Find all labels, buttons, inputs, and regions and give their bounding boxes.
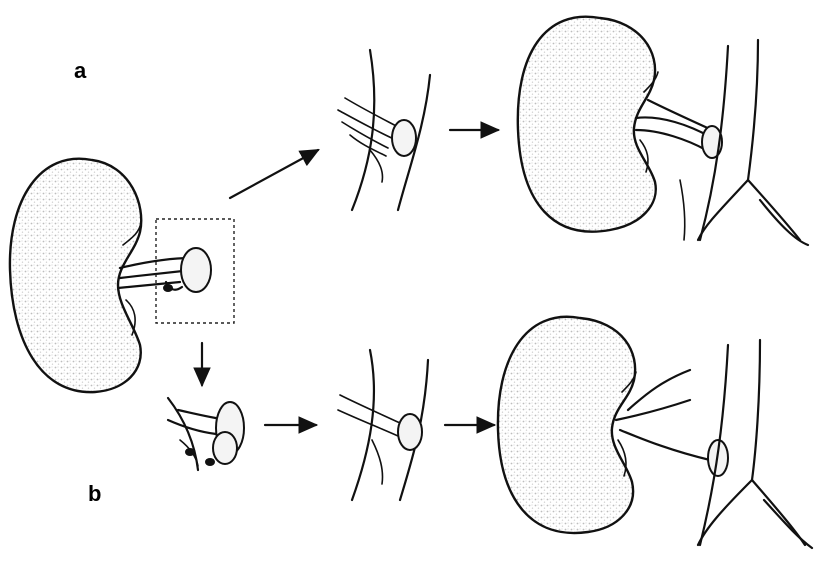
panel-b-step1: [168, 398, 244, 470]
donor-vessels: [118, 248, 211, 292]
panel-a-closeup: [338, 50, 430, 210]
donor-kidney: [10, 159, 141, 392]
aortic-patch: [181, 248, 211, 292]
arrow-to-a: [230, 150, 318, 198]
panel-b-step2: [338, 350, 428, 500]
panel-b-result: [498, 317, 812, 548]
panel-label-b: b: [88, 481, 101, 507]
panel-a-result: [518, 17, 808, 245]
panel-label-a: a: [74, 58, 86, 84]
